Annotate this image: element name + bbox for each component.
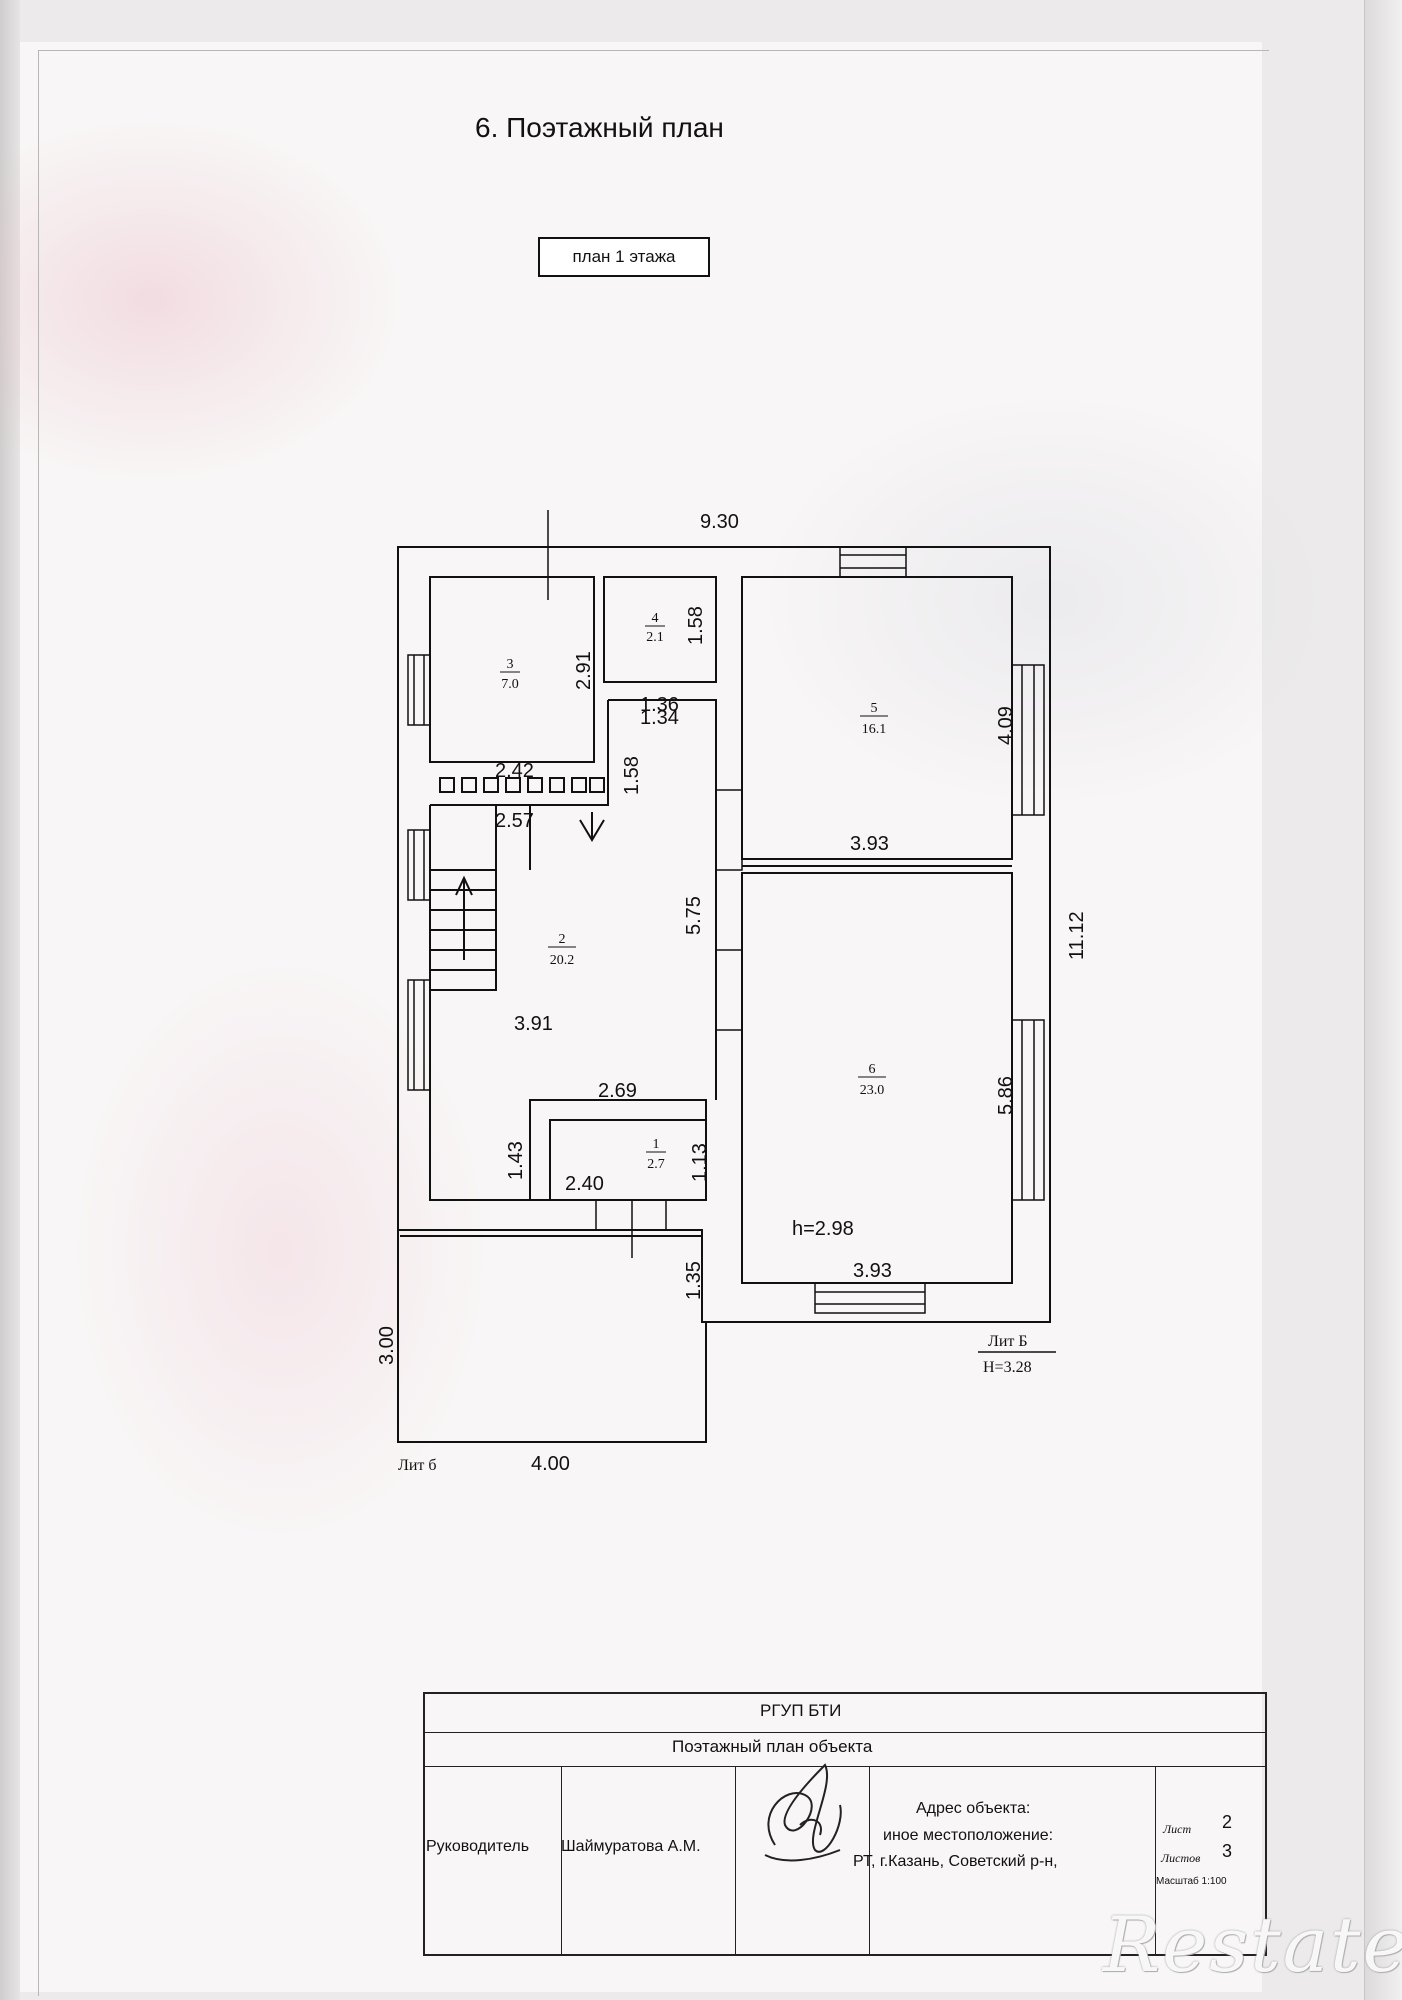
stamp-role: Руководитель [426,1838,530,1855]
room-1-label: 1 2.7 [646,1137,666,1172]
dim-1-43: 1.43 [505,1141,527,1180]
dim-1-35: 1.35 [683,1261,705,1300]
room-4-label: 4 2.1 [645,611,665,645]
stamp-org: РГУП БТИ [760,1701,842,1720]
signature-image [764,1763,842,1862]
stamp-sheets-value: 3 [1222,1841,1233,1861]
svg-text:7.0: 7.0 [501,677,519,692]
dim-1-58-a: 1.58 [685,606,707,645]
svg-text:1: 1 [653,1137,660,1152]
stamp-sheet-value: 2 [1222,1812,1233,1832]
dim-5-75: 5.75 [683,896,705,935]
dim-5-86: 5.86 [995,1076,1017,1115]
lit-main: Лит Б [988,1333,1028,1350]
scan-right-edge [1364,0,1402,2000]
svg-text:23.0: 23.0 [860,1083,885,1098]
svg-text:2.7: 2.7 [647,1157,665,1172]
dim-1-13: 1.13 [689,1143,711,1182]
annex-wall [397,1230,707,1443]
sheet-frame [38,50,1269,1996]
dim-2-69: 2.69 [598,1080,637,1102]
stamp-address-line2: РТ, г.Казань, Советский р-н, [853,1853,1058,1870]
dim-1-36: 1.36 [640,694,679,716]
svg-text:2.1: 2.1 [646,630,664,645]
stamp-scale: Масштаб 1:100 [1156,1876,1227,1887]
dim-3-93-b: 3.93 [853,1260,892,1282]
room-6-label: 6 23.0 [858,1062,886,1098]
restate-watermark: Restate [1103,1900,1402,1989]
svg-text:20.2: 20.2 [550,953,575,968]
dim-2-91: 2.91 [573,651,595,690]
page-heading: 6. Поэтажный план [475,112,724,143]
windows [407,546,1045,1314]
svg-text:2: 2 [559,932,566,947]
title-block [423,1692,1267,1956]
stamp-person: Шаймуратова А.М. [561,1838,701,1855]
svg-text:6: 6 [869,1062,876,1077]
dim-4-09: 4.09 [995,706,1017,745]
lit-annex: Лит б [398,1457,437,1474]
svg-text:16.1: 16.1 [862,722,887,737]
dim-4-00: 4.00 [531,1453,570,1475]
svg-text:5: 5 [871,701,878,716]
dim-overall-width: 9.30 [700,511,739,533]
room-2-label: 2 20.2 [548,932,576,968]
ceiling-height: h=2.98 [792,1218,854,1240]
stamp-sheets-label: Листов [1161,1851,1201,1865]
floor-badge: план 1 этажа [538,237,710,277]
dim-3-93-a: 3.93 [850,833,889,855]
dim-3-91: 3.91 [514,1013,553,1035]
dim-2-57: 2.57 [495,810,534,832]
dim-1-34: 1.34 [640,707,679,729]
stamp-sheet-label: Лист [1163,1822,1192,1836]
stamp-doc-title: Поэтажный план объекта [672,1737,873,1756]
stair-tiles [439,777,605,793]
room-3-label: 3 7.0 [500,657,520,692]
svg-text:4: 4 [652,611,659,626]
dim-1-58-b: 1.58 [621,756,643,795]
dim-2-40: 2.40 [565,1173,604,1195]
svg-text:3: 3 [507,657,514,672]
lit-main-height: Н=3.28 [983,1359,1032,1376]
stamp-address-title: Адрес объекта: [916,1800,1031,1817]
dim-3-00: 3.00 [376,1326,398,1365]
dim-2-42: 2.42 [495,760,534,782]
dim-overall-height: 11.12 [1066,911,1088,960]
room-5-label: 5 16.1 [860,701,888,737]
stamp-address-line1: иное местоположение: [883,1827,1054,1844]
